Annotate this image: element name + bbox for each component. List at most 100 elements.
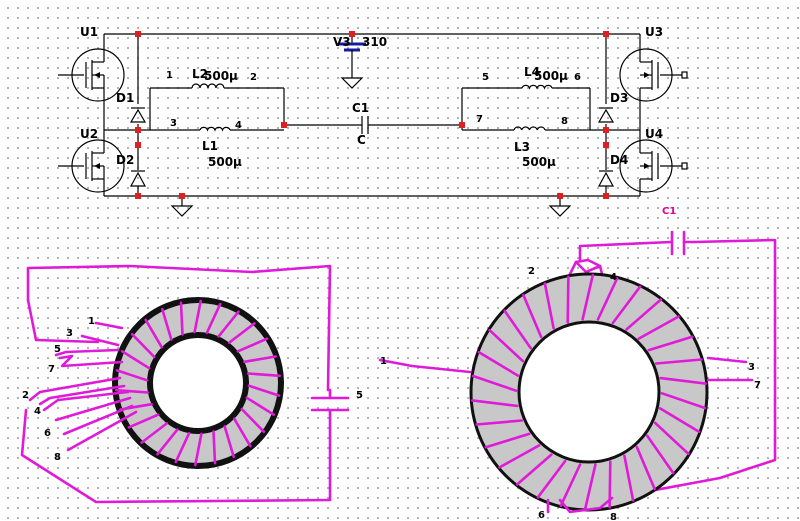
junction-node [603,127,609,133]
l4-pin-a: 5 [482,72,489,83]
transistor-u4 [619,139,688,193]
left-pin-6: 6 [44,428,51,439]
right-pin-7: 7 [754,380,761,391]
winding-lead [58,354,124,368]
ground-symbol [340,77,364,89]
winding-turn [625,298,663,331]
c1-value: C [357,133,366,147]
left-pin-8: 8 [54,452,61,463]
l3-pin-b: 8 [561,116,568,127]
left-cap-label: 5 [356,390,363,401]
winding-turn [245,396,276,416]
junction-node [135,31,141,37]
winding-turn [144,318,163,349]
winding-turn [217,310,240,338]
winding-turns [470,273,708,511]
winding-turn [488,328,525,363]
winding-lead [66,410,138,452]
winding-turn [194,432,203,467]
inductor-l1 [199,126,231,132]
winding-turn [240,407,266,434]
u3-label: U3 [645,25,663,39]
l1-value: 500µ [208,155,242,169]
winding-turn [583,463,597,511]
d3-label: D3 [610,91,628,105]
winding-lead [54,396,132,422]
right-pin-2: 2 [528,266,535,277]
l1-pin-a: 3 [170,118,177,129]
winding-turn [596,277,619,321]
junction-node [603,193,609,199]
l3-label: L3 [514,140,530,154]
diode-d3 [597,107,615,123]
u2-label: U2 [80,127,98,141]
winding-turn [654,358,703,365]
junction-node [603,31,609,37]
winding-turn [115,369,149,382]
winding-turn [581,273,595,321]
winding-turn [515,453,553,486]
l2-pin-b: 2 [250,72,257,83]
winding-lead [62,404,134,436]
winding-turn [658,407,701,434]
winding-turn [477,350,520,377]
left-pin-1: 1 [88,316,95,327]
right-pin-6: 6 [538,510,545,521]
d1-label: D1 [116,91,134,105]
transistor-u2 [58,139,125,193]
winding-turn [611,285,642,325]
l3-value: 500µ [522,155,556,169]
winding-turn [498,444,541,469]
winding-turn [233,417,252,448]
winding-turn [660,391,707,410]
winding-turn [659,376,708,385]
junction-node [135,127,141,133]
winding-turn [645,434,675,475]
winding-turn [536,459,567,499]
winding-turn [223,425,235,459]
u1-label: U1 [80,25,98,39]
winding-turn [647,335,694,352]
winding-turn [130,332,156,359]
inductor-l2 [191,83,225,89]
winding-turns [115,299,282,467]
winding-turn [243,355,277,364]
l1-pin-b: 4 [235,120,242,131]
l1-label: L1 [202,139,218,153]
winding-lead [706,356,748,364]
transistor-u3 [619,42,688,110]
left-pin-5: 5 [54,344,61,355]
winding-lead [558,496,614,514]
c1-label: C1 [352,101,369,115]
winding-turn [140,422,169,444]
left-pin-7: 7 [48,364,55,375]
winding-lead [42,390,130,412]
winding-turn [653,421,690,456]
winding-turn [471,374,518,393]
winding-lead [378,358,472,374]
right-pin-8: 8 [610,512,617,521]
winding-loop [20,264,332,504]
winding-lead [94,321,124,330]
winding-lead [80,334,120,347]
winding-turn [179,301,184,336]
l2-pin-a: 1 [166,70,173,81]
winding-turn [227,322,256,344]
diode-d4 [597,170,615,187]
toroid-left: 1 3 5 7 2 4 6 8 5 [20,264,363,504]
winding-turn [559,463,582,507]
winding-turn [543,282,555,330]
toroid-hole [517,320,661,464]
winding-turn [193,299,202,334]
voltage-source-v3 [338,34,366,78]
junction-node [459,122,465,128]
inductor-l4 [521,84,553,90]
l4-label: L4 [524,65,540,79]
winding-lead [26,298,100,344]
winding-lead [564,258,606,284]
winding-lead [38,384,126,406]
winding-turn [635,445,656,491]
right-pin-1: 1 [380,356,387,367]
winding-turn [115,388,150,394]
